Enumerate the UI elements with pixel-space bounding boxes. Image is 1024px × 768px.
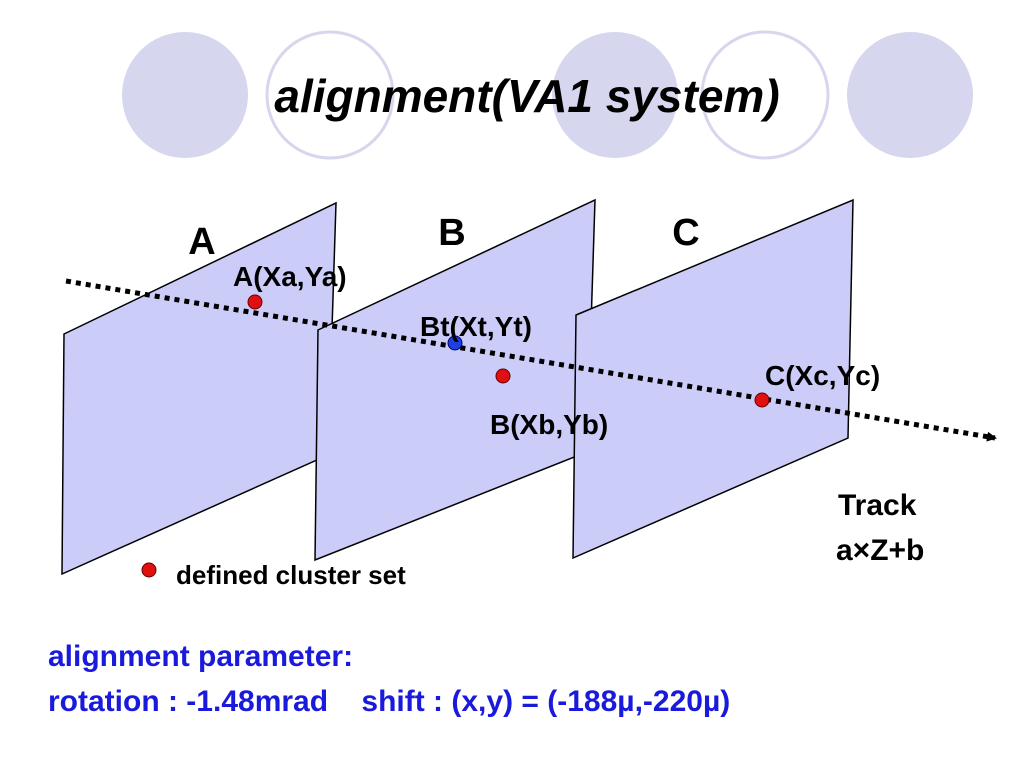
plane-label-c: C xyxy=(672,212,699,254)
header-decoration xyxy=(122,30,973,160)
track-formula: a×Z+b xyxy=(836,534,924,567)
plane-label-a: A xyxy=(188,221,215,263)
cluster-point-c xyxy=(754,392,770,408)
deco-circle-outline-2 xyxy=(700,30,830,160)
parameters-heading: alignment parameter: xyxy=(48,640,354,673)
track-line xyxy=(65,278,997,442)
cluster-point-a xyxy=(247,294,263,310)
legend-label: defined cluster set xyxy=(176,560,406,590)
deco-circle-filled-2 xyxy=(552,32,678,158)
plane-b xyxy=(314,198,596,562)
page-title: alignment(VA1 system) xyxy=(274,70,779,122)
legend-marker xyxy=(141,562,157,578)
deco-circle-outline-1 xyxy=(265,30,395,160)
point-label-c: C(Xc,Yc) xyxy=(765,360,880,391)
point-label-bt: Bt(Xt,Yt) xyxy=(420,311,532,342)
point-label-a: A(Xa,Ya) xyxy=(233,261,347,292)
track-label: Track xyxy=(838,489,917,522)
deco-circle-filled-1 xyxy=(122,32,248,158)
track-point-bt xyxy=(447,335,463,351)
deco-circle-filled-3 xyxy=(847,32,973,158)
cluster-point-b xyxy=(495,368,511,384)
point-label-b: B(Xb,Yb) xyxy=(490,409,608,440)
parameters-values: rotation : -1.48mrad shift : (x,y) = (-1… xyxy=(48,685,731,718)
plane-c xyxy=(572,198,854,560)
plane-label-b: B xyxy=(438,212,465,254)
